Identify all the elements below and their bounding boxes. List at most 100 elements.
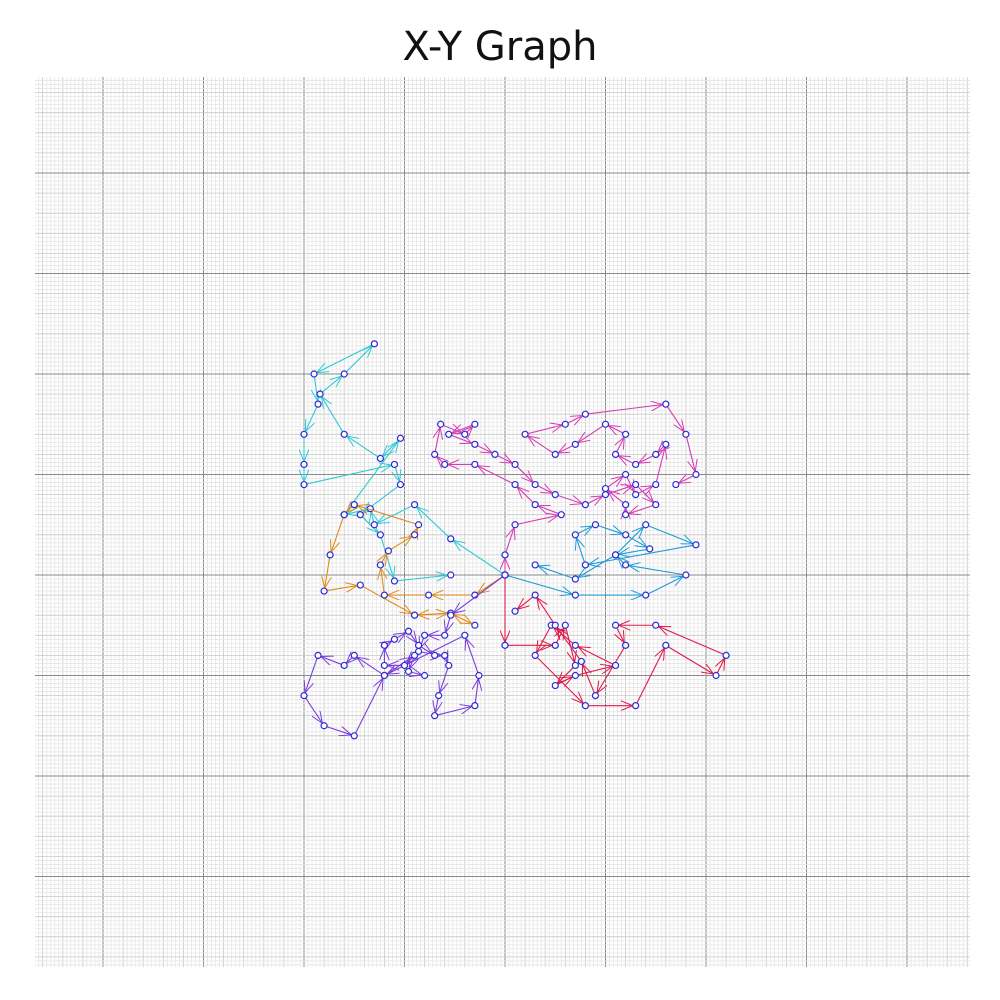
data-point (551, 641, 559, 649)
series-segment-arrow (494, 454, 516, 465)
data-point (561, 420, 569, 428)
series-segment-arrow (626, 474, 637, 495)
data-point (437, 420, 445, 428)
series-segment-arrow (380, 564, 384, 596)
data-point (601, 491, 610, 499)
series-segment-arrow (655, 624, 727, 656)
data-point (447, 535, 455, 543)
data-point (376, 531, 384, 539)
data-point (320, 587, 328, 595)
series-segment-arrow (585, 404, 666, 415)
data-point (591, 691, 600, 700)
data-point (571, 575, 579, 583)
series-segment-arrow (534, 655, 586, 707)
series-segment-arrow (450, 612, 476, 626)
data-point (350, 651, 358, 660)
data-point (380, 591, 388, 599)
series-segment-arrow (534, 564, 576, 580)
series-segment-arrow (605, 423, 626, 434)
series-segment-arrow (574, 534, 586, 566)
data-point (511, 480, 519, 489)
data-point (410, 531, 419, 539)
series-segment-arrow (625, 565, 686, 576)
data-point (461, 631, 469, 639)
series-segment-arrow (625, 534, 650, 550)
data-point (652, 501, 660, 509)
series-segment-arrow (343, 433, 381, 459)
data-point (431, 450, 439, 458)
series-segment-arrow (565, 413, 586, 424)
data-point (652, 450, 660, 458)
data-point (376, 561, 384, 569)
series-2 (300, 571, 509, 740)
series-segment-arrow (384, 634, 466, 676)
data-point (692, 470, 700, 479)
series-segment-arrow (534, 504, 562, 516)
data-point (601, 484, 610, 493)
data-point (521, 430, 529, 438)
data-point (611, 551, 620, 559)
data-point (380, 661, 388, 670)
series-segment-arrow (360, 584, 415, 616)
data-point (396, 434, 405, 442)
data-point (300, 460, 308, 469)
data-point (672, 480, 680, 489)
series-segment-arrow (575, 644, 616, 666)
series-segment-arrow (555, 675, 576, 686)
series-segment-arrow (324, 554, 330, 592)
series-segment-arrow (665, 403, 687, 435)
data-point (414, 641, 423, 649)
data-point (511, 460, 519, 469)
data-point (410, 651, 419, 660)
data-point (316, 390, 324, 398)
series-segment-arrow (323, 725, 355, 737)
data-point (410, 611, 419, 619)
series-segment-arrow (594, 645, 627, 696)
data-point (501, 571, 509, 579)
data-point (340, 511, 348, 519)
data-point (511, 521, 519, 529)
data-point (471, 621, 479, 629)
series-segment-arrow (514, 594, 536, 612)
data-point (370, 340, 378, 348)
series-segment-arrow (575, 524, 596, 535)
series-segment-arrow (359, 514, 381, 536)
data-point (471, 460, 479, 469)
data-point (421, 671, 429, 680)
data-point (682, 430, 690, 438)
data-point (551, 681, 559, 690)
data-point (682, 571, 690, 579)
data-point (396, 480, 405, 489)
series-4 (501, 521, 700, 598)
data-point (380, 671, 388, 680)
series-segment-arrow (605, 474, 626, 490)
data-point (491, 450, 499, 458)
data-point (551, 450, 559, 458)
data-point (471, 420, 479, 428)
data-point (571, 671, 579, 680)
series-segment-arrow (716, 655, 727, 676)
series-segment-arrow (524, 433, 556, 455)
series-segment-arrow (414, 613, 451, 615)
series-segment-arrow (524, 424, 566, 435)
data-point (571, 661, 579, 670)
data-point (531, 480, 539, 489)
series-segment-arrow (580, 661, 596, 696)
data-point (431, 712, 439, 720)
data-point (581, 561, 590, 569)
data-point (350, 501, 358, 509)
series-segment-arrow (374, 504, 415, 526)
series-segment-arrow (555, 494, 586, 506)
series-segment-arrow (450, 574, 506, 616)
series-segment-arrow (329, 514, 345, 556)
series-segment-arrow (448, 423, 476, 435)
series-segment-arrow (319, 393, 345, 435)
data-point (611, 621, 620, 629)
data-point (632, 702, 640, 710)
series-segment-arrow (435, 424, 441, 455)
series-segment-arrow (625, 504, 656, 516)
data-point (662, 400, 670, 408)
data-point (531, 561, 539, 569)
data-point (447, 611, 455, 619)
data-point (300, 480, 308, 489)
